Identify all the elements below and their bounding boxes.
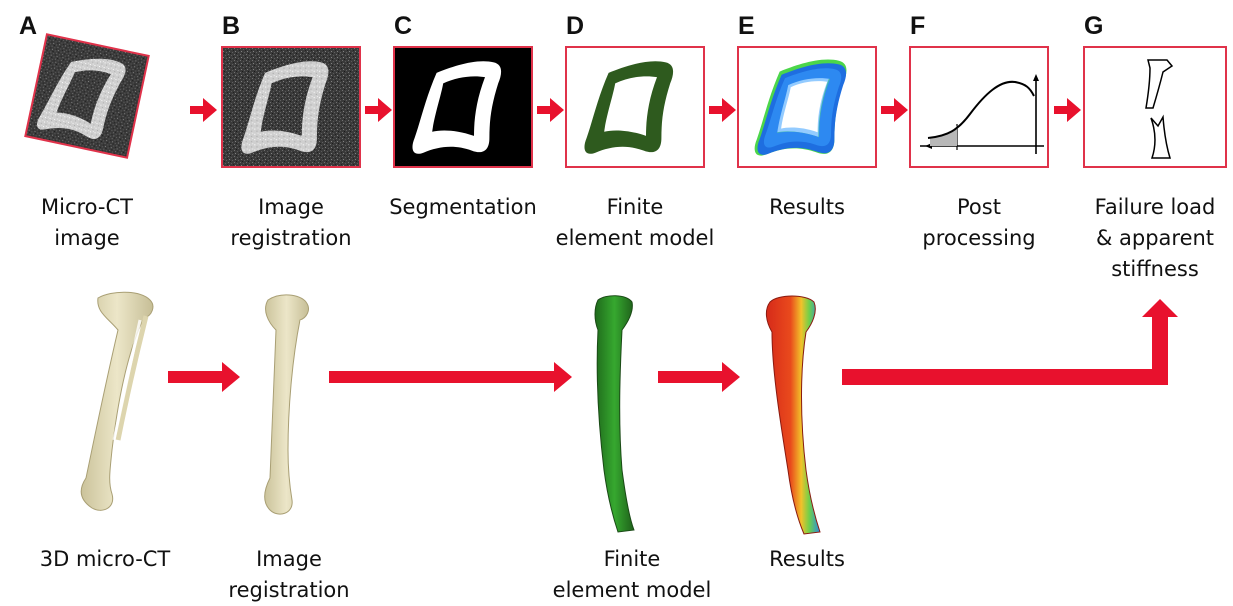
micro-ct-image xyxy=(25,34,148,157)
panel-letter-g: G xyxy=(1084,14,1103,39)
bone-3d-microct xyxy=(81,292,153,510)
panel-letter-e: E xyxy=(738,14,755,39)
panel-letter-c: C xyxy=(394,14,412,39)
results-3d xyxy=(766,296,820,534)
arrow-bottom-3 xyxy=(658,362,740,392)
failure-sketch xyxy=(1084,47,1226,167)
arrow-e-f xyxy=(881,98,908,122)
caption-segmentation: Segmentation xyxy=(382,192,544,223)
caption-bottom-results: Results xyxy=(740,544,874,575)
caption-finite-element-model: Finite element model xyxy=(555,192,715,254)
arrow-c-d xyxy=(537,98,564,122)
arrow-a-b xyxy=(190,98,217,122)
bottom-arrows xyxy=(168,299,1178,392)
panel-letter-a: A xyxy=(19,14,37,39)
arrow-b-c xyxy=(365,98,392,122)
arrow-bottom-1 xyxy=(168,362,240,392)
registered-image xyxy=(222,47,360,167)
panel-letter-b: B xyxy=(222,14,240,39)
caption-post-processing: Post processing xyxy=(904,192,1054,254)
results-image xyxy=(738,47,876,167)
caption-results: Results xyxy=(738,192,876,223)
caption-failure-load: Failure load & apparent stiffness xyxy=(1078,192,1232,285)
load-curve-plot xyxy=(910,47,1048,167)
caption-3d-micro-ct: 3D micro-CT xyxy=(30,544,180,575)
arrow-bottom-2 xyxy=(329,362,572,392)
caption-micro-ct-image: Micro-CT image xyxy=(12,192,162,254)
fe-model-3d xyxy=(595,296,634,532)
caption-image-registration: Image registration xyxy=(214,192,368,254)
segmentation-image xyxy=(394,47,532,167)
arrow-bottom-elbow xyxy=(842,299,1178,385)
panel-letter-d: D xyxy=(566,14,584,39)
arrow-f-g xyxy=(1054,98,1081,122)
fe-model-image xyxy=(566,47,704,167)
bone-3d-registered xyxy=(265,295,309,514)
panel-letter-f: F xyxy=(910,14,925,39)
arrow-d-e xyxy=(709,98,736,122)
caption-bottom-image-registration: Image registration xyxy=(212,544,366,606)
caption-bottom-finite-element-model: Finite element model xyxy=(552,544,712,606)
